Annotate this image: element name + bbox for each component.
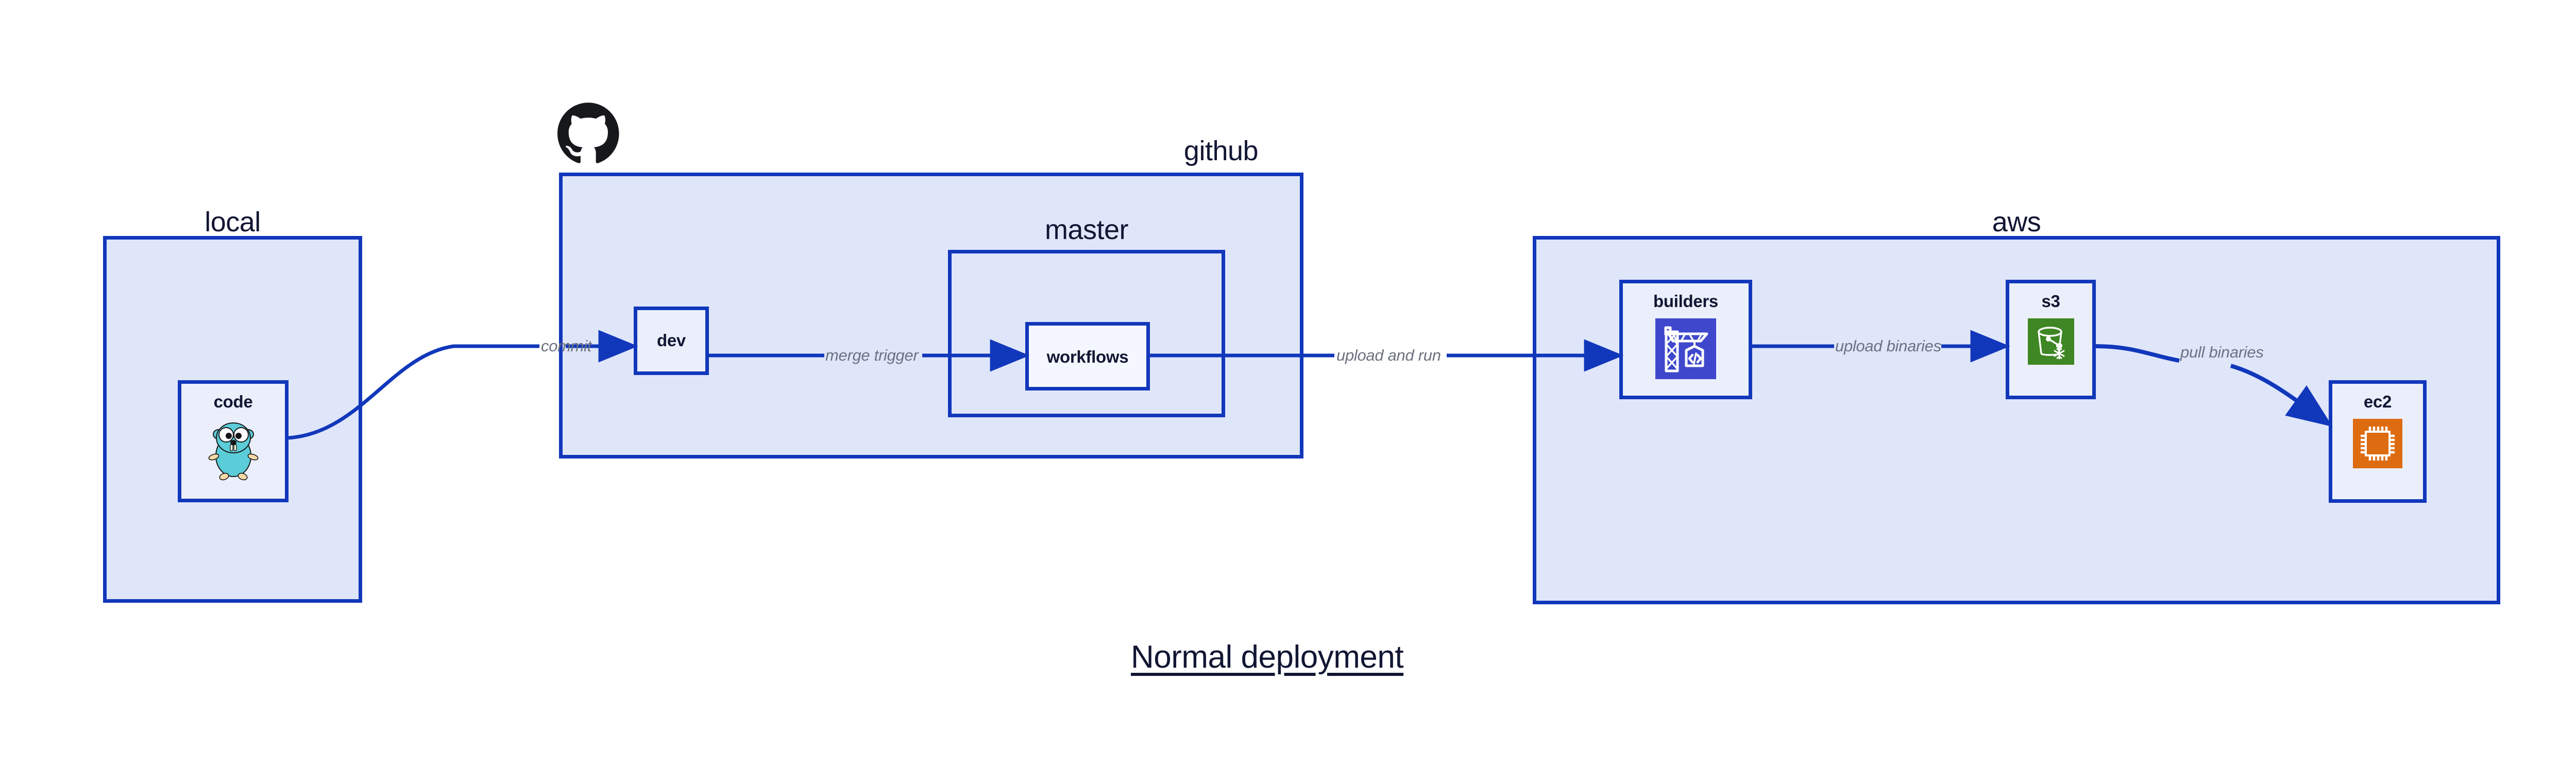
node-s3[interactable]: s3	[2006, 280, 2096, 399]
node-label-ec2: ec2	[2363, 392, 2392, 411]
group-label-aws: aws	[1992, 207, 2041, 237]
group-label-github: github	[1183, 135, 1259, 166]
node-workflows[interactable]: workflows	[1025, 322, 1150, 390]
github-mark-icon	[557, 102, 619, 166]
node-label-s3: s3	[2041, 292, 2060, 311]
edge-label-commit: commit	[541, 337, 592, 355]
edge-label-upload-and-run: upload and run	[1336, 346, 1441, 364]
diagram-title: Normal deployment	[1131, 639, 1404, 675]
group-label-master: master	[1044, 214, 1129, 245]
node-label-code: code	[213, 392, 253, 411]
node-builders[interactable]: builders	[1619, 280, 1752, 399]
edge-label-pull-binaries: pull binaries	[2180, 343, 2264, 361]
aws-s3-icon	[2027, 318, 2074, 365]
node-label-dev: dev	[657, 331, 686, 350]
node-code[interactable]: code	[178, 380, 289, 502]
node-dev[interactable]: dev	[634, 307, 709, 375]
group-label-local: local	[205, 207, 261, 237]
node-ec2[interactable]: ec2	[2329, 380, 2427, 503]
edge-label-merge-trigger: merge trigger	[825, 346, 919, 364]
aws-ec2-icon	[2353, 419, 2402, 468]
edge-label-upload-binaries: upload binaries	[1835, 337, 1941, 355]
node-label-workflows: workflows	[1046, 347, 1129, 366]
aws-codebuild-icon	[1655, 318, 1716, 379]
node-label-builders: builders	[1653, 292, 1718, 311]
go-gopher-icon	[205, 419, 262, 481]
